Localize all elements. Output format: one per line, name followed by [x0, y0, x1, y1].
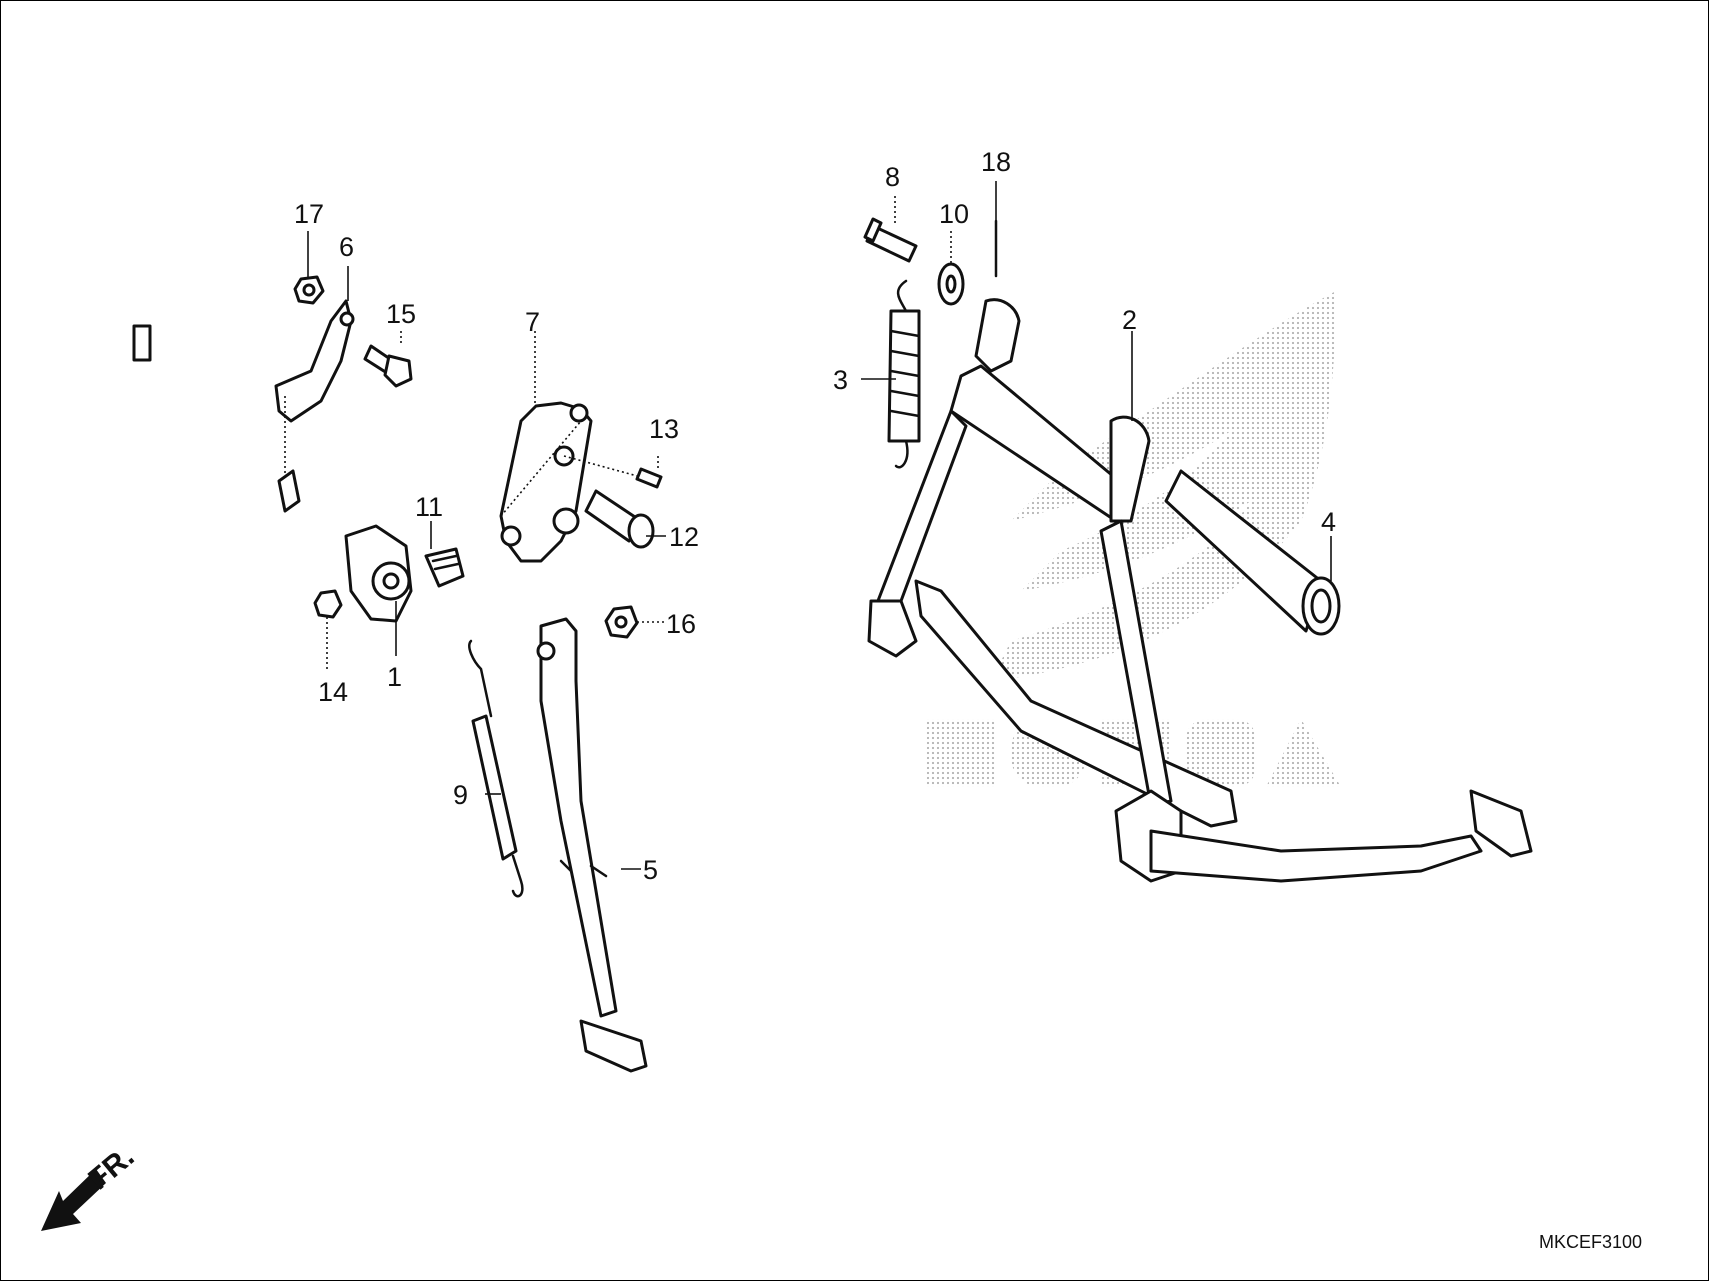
diagram-code: MKCEF3100	[1539, 1232, 1642, 1252]
spring-part-3	[887, 279, 921, 469]
nut-part-14	[313, 589, 343, 619]
pivot-bolt-part-12	[584, 489, 655, 549]
bracket-plate-part-7	[499, 401, 593, 563]
callout-10: 10	[939, 199, 969, 229]
callout-18: 18	[981, 147, 1011, 177]
callout-8: 8	[885, 162, 900, 192]
side-stand-part-5	[536, 617, 648, 1073]
main-stand-part-2	[867, 298, 1533, 883]
callout-13: 13	[649, 414, 679, 444]
nut-part-17	[293, 275, 325, 305]
bolt-part-8	[863, 217, 918, 263]
callout-12: 12	[669, 522, 699, 552]
callout-15: 15	[386, 299, 416, 329]
washer-part-10	[937, 262, 965, 306]
pipe-part-4	[1164, 469, 1341, 636]
callout-17: 17	[294, 199, 324, 229]
callout-2: 2	[1122, 305, 1137, 335]
callout-1: 1	[387, 662, 402, 692]
callout-7: 7	[525, 307, 540, 337]
nut-part-16	[604, 605, 639, 639]
callout-4: 4	[1321, 507, 1336, 537]
callout-9: 9	[453, 780, 468, 810]
spring-part-9	[468, 639, 524, 898]
callout-16: 16	[666, 609, 696, 639]
honda-wing-icon	[991, 291, 1336, 681]
callout-14: 14	[318, 677, 348, 707]
side-stand-switch-part	[132, 324, 413, 623]
callout-5: 5	[643, 855, 658, 885]
callout-11: 11	[415, 492, 443, 522]
front-direction-arrow-icon	[41, 1169, 106, 1231]
callout-6: 6	[339, 232, 354, 262]
leader-lines	[284, 181, 1332, 870]
bolt-part-13	[635, 467, 663, 489]
bolt-part-15	[363, 344, 413, 388]
callout-3: 3	[833, 365, 848, 395]
bracket-part-6	[274, 299, 355, 423]
bolt-part-11	[424, 547, 465, 588]
